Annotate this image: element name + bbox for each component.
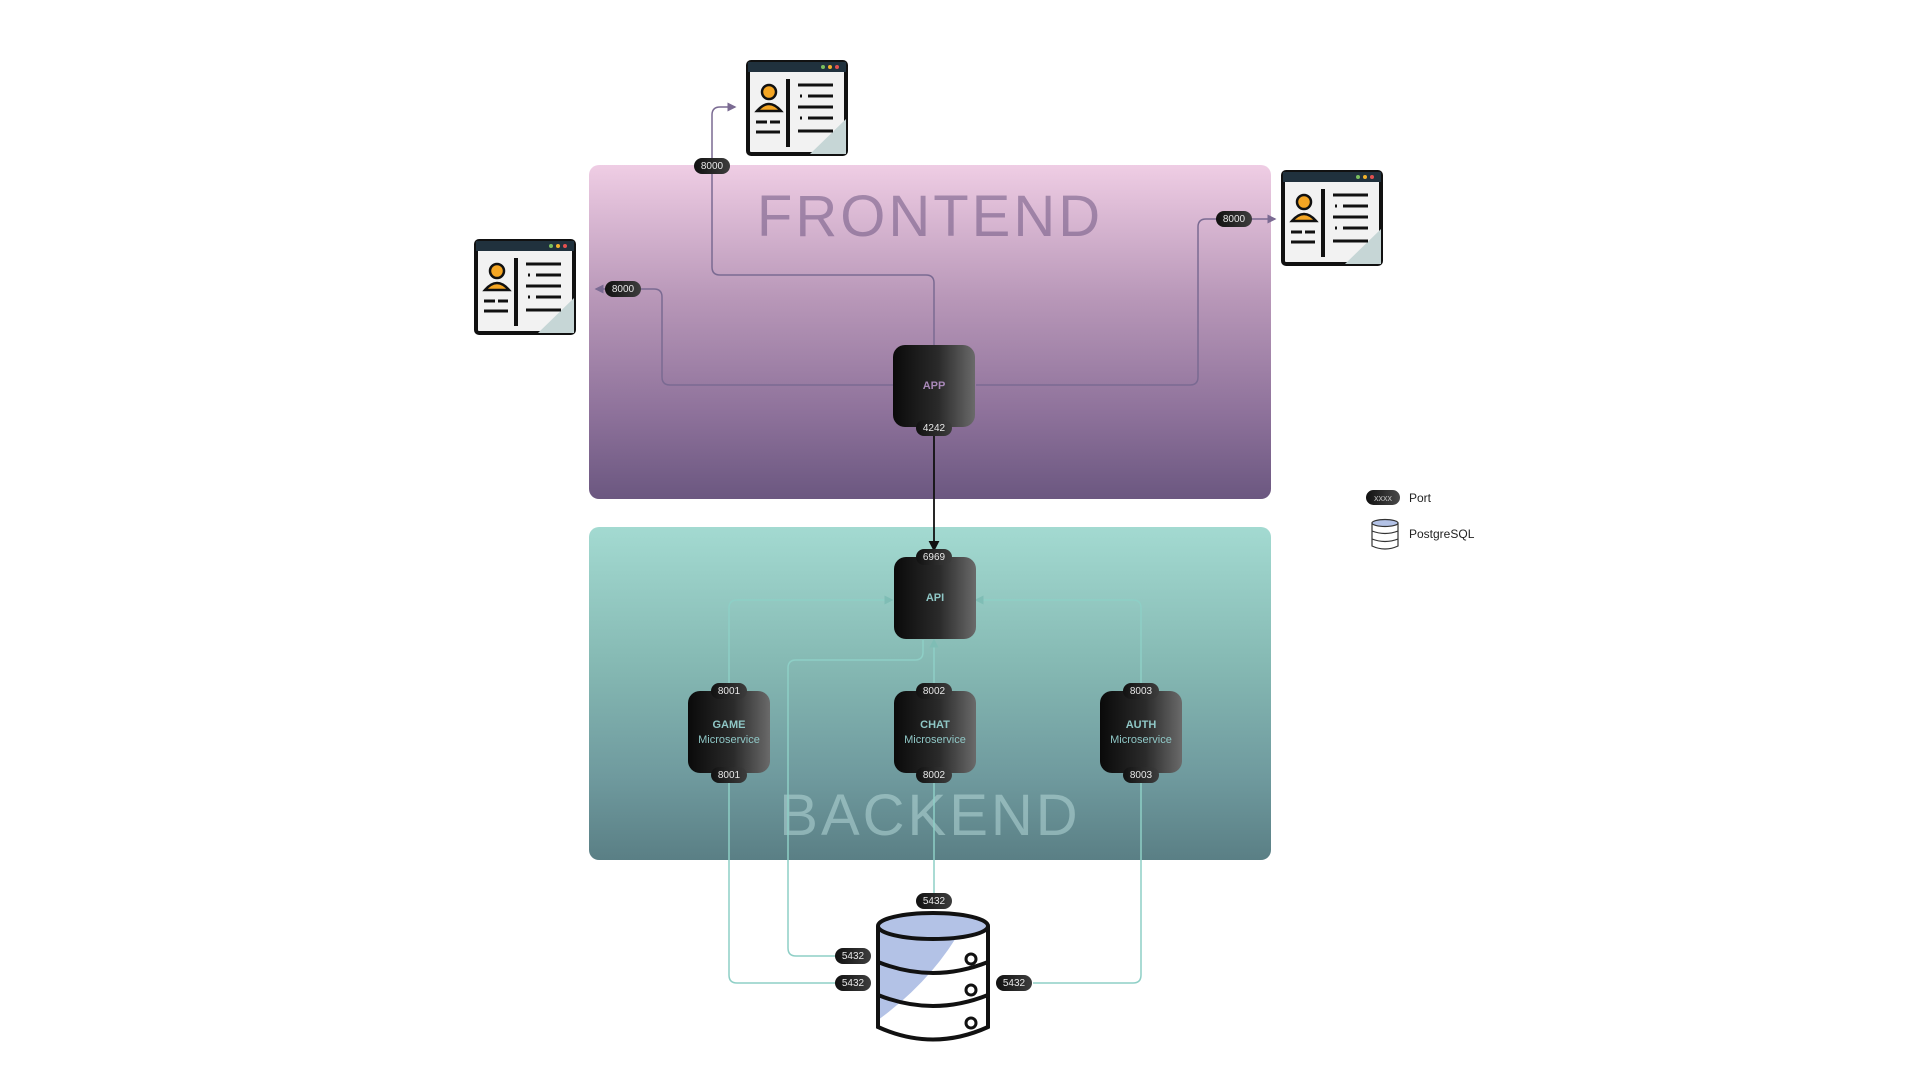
port-badge-client-right: 8000 [1216, 211, 1252, 227]
backend-title: BACKEND [779, 783, 1081, 848]
port-badge-chat-bottom: 8002 [916, 767, 952, 783]
auth-microservice-node[interactable]: AUTH Microservice [1100, 691, 1182, 773]
wire-game-db [728, 780, 835, 984]
api-node-label: API [925, 592, 945, 604]
port-badge-db-top: 5432 [916, 893, 952, 909]
auth-node-sublabel: Microservice [1110, 733, 1172, 746]
port-badge-client-top: 8000 [694, 158, 730, 174]
browser-client-icon-right [1281, 170, 1383, 266]
wire-app-client-left [594, 284, 893, 386]
port-badge-auth-bottom: 8003 [1123, 767, 1159, 783]
wire-app-client-top [711, 102, 935, 345]
auth-node-label: AUTH [1125, 718, 1157, 731]
port-badge-game-top: 8001 [711, 683, 747, 699]
legend-port-label: Port [1409, 491, 1432, 505]
port-badge-db-left-lower: 5432 [835, 975, 871, 991]
api-node[interactable]: API [894, 557, 976, 639]
wire-api-db [787, 640, 924, 957]
game-microservice-node[interactable]: GAME Microservice [688, 691, 770, 773]
game-node-label: GAME [712, 718, 746, 731]
port-badge-app: 4242 [916, 420, 952, 436]
legend-database-icon [1371, 518, 1399, 550]
postgresql-database-icon [876, 911, 990, 1042]
browser-client-icon-top [746, 60, 848, 156]
chat-node-label: CHAT [920, 718, 950, 731]
wire-game-api [728, 595, 894, 690]
chat-node-sublabel: Microservice [904, 733, 966, 746]
wire-app-client-right [976, 214, 1277, 386]
port-badge-game-bottom: 8001 [711, 767, 747, 783]
game-node-sublabel: Microservice [698, 733, 760, 746]
port-badge-db-right: 5432 [996, 975, 1032, 991]
wire-auth-db [1033, 780, 1142, 984]
port-badge-api: 6969 [916, 549, 952, 565]
chat-microservice-node[interactable]: CHAT Microservice [894, 691, 976, 773]
frontend-title: FRONTEND [756, 184, 1104, 249]
port-badge-client-left: 8000 [605, 281, 641, 297]
browser-client-icon-left [474, 239, 576, 335]
legend-database-label: PostgreSQL [1409, 527, 1475, 541]
app-node-label: APP [922, 380, 946, 392]
port-badge-auth-top: 8003 [1123, 683, 1159, 699]
app-node[interactable]: APP [893, 345, 975, 427]
port-badge-chat-top: 8002 [916, 683, 952, 699]
wire-auth-api [974, 595, 1142, 690]
legend-port-sample: xxxx [1366, 490, 1400, 505]
port-badge-db-left-upper: 5432 [835, 948, 871, 964]
